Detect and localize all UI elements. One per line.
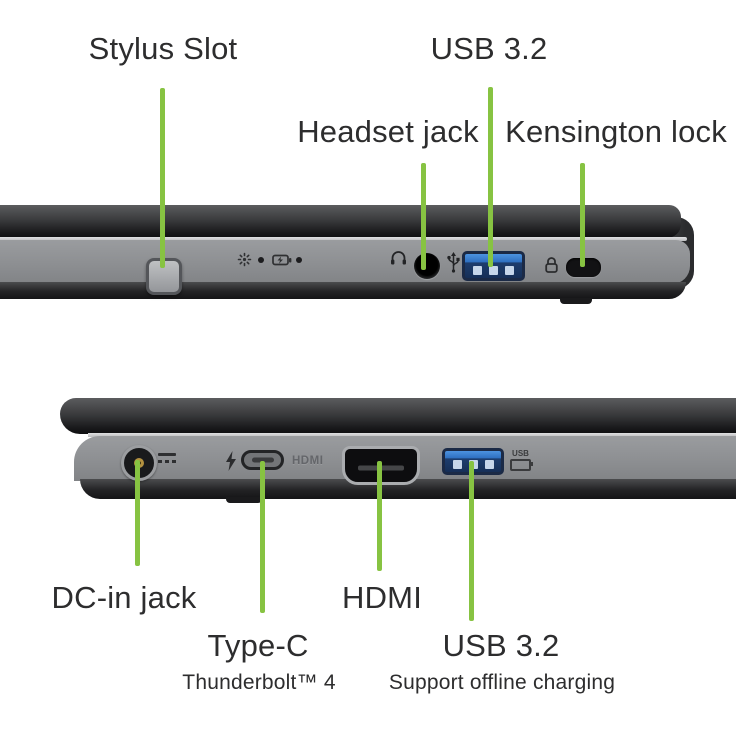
laptop-foot [226, 497, 262, 503]
laptop-bottom-edge [80, 479, 736, 499]
power-indicator-icon [237, 252, 252, 267]
laptop-silver-trim [88, 433, 736, 437]
callout-line-kensington [580, 163, 585, 267]
hdmi-emboss-text: HDMI [292, 455, 324, 467]
usb-pin [484, 460, 494, 469]
label-offline-charging-sub: Support offline charging [388, 671, 616, 694]
usb-a-port-top [462, 251, 525, 281]
thunderbolt-icon [226, 451, 236, 471]
callout-line-typec [260, 461, 265, 613]
headset-jack-port [414, 253, 440, 279]
usb-pin [505, 266, 514, 275]
laptop-lid-edge [0, 205, 681, 238]
usb-pin [473, 266, 482, 275]
laptop-foot [560, 298, 592, 304]
callout-line-usb-bottom [469, 461, 474, 621]
laptop-bottom-edge [0, 282, 686, 299]
laptop-silver-trim [0, 237, 687, 241]
label-usb-bottom: USB 3.2 [442, 628, 560, 663]
label-kensington-lock: Kensington lock [505, 114, 727, 149]
label-dcin-jack: DC-in jack [51, 580, 197, 615]
power-led [258, 257, 264, 263]
callout-line-usb-top [488, 87, 493, 267]
battery-indicator-icon [272, 254, 292, 266]
callout-line-stylus [160, 88, 165, 268]
laptop-right-side-view [0, 205, 700, 305]
callout-line-hdmi [377, 461, 382, 571]
callout-line-dcin [135, 460, 140, 566]
dc-power-icon [158, 453, 176, 463]
kensington-lock-icon [545, 257, 558, 273]
battery-led [296, 257, 302, 263]
laptop-lid-edge [60, 398, 736, 434]
usb-pin [489, 266, 498, 275]
label-thunderbolt-sub: Thunderbolt™ 4 [182, 671, 336, 694]
usb-icon [447, 252, 460, 273]
label-usb-top: USB 3.2 [430, 31, 548, 66]
label-typec: Type-C [207, 628, 309, 663]
label-hdmi: HDMI [341, 580, 423, 615]
label-stylus-slot: Stylus Slot [88, 31, 238, 66]
headset-icon [391, 251, 406, 265]
callout-line-headset [421, 163, 426, 270]
label-headset-jack: Headset jack [297, 114, 479, 149]
kensington-lock-slot [566, 258, 601, 277]
usb-offline-charging-icon: USB [510, 450, 533, 471]
laptop-left-side-view: HDMI USB [0, 398, 736, 508]
usb-pin [452, 460, 462, 469]
